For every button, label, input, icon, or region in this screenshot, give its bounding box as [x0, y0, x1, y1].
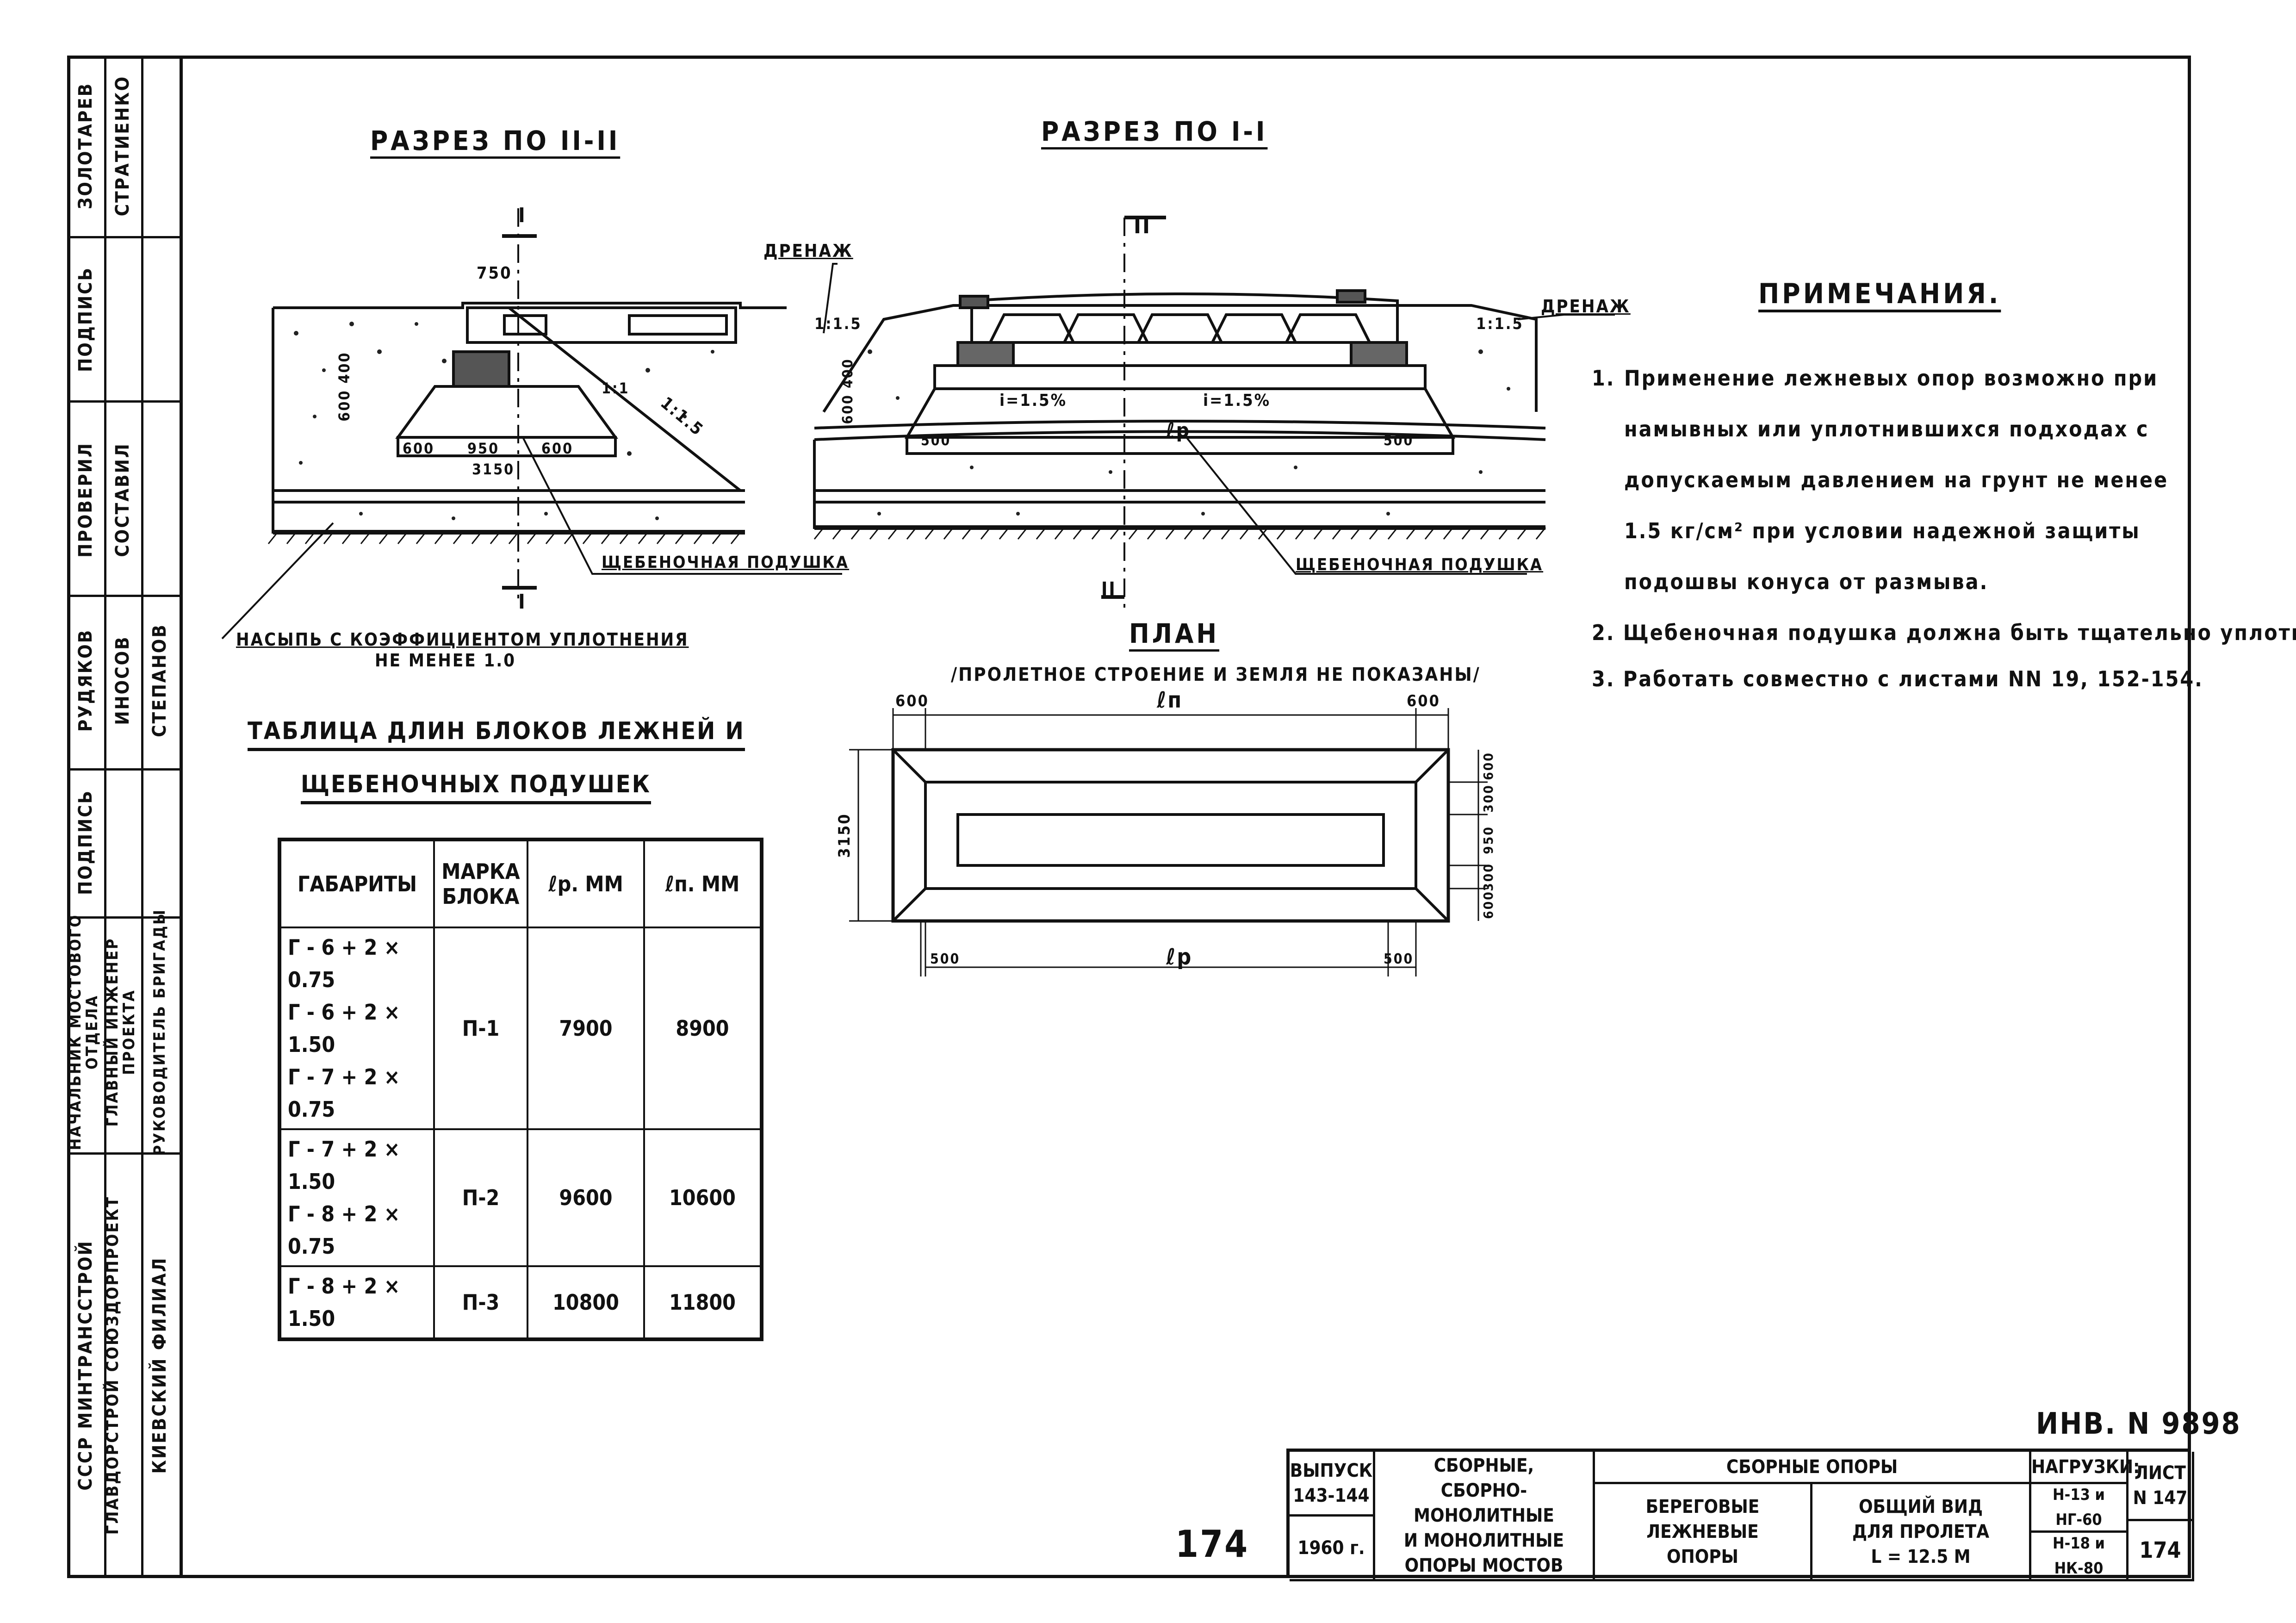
dim-950: 950 — [467, 440, 500, 457]
plan-ln-label: ℓп — [1157, 687, 1183, 713]
drain-label-right: ДРЕНАЖ — [1541, 296, 1631, 317]
plan-dim-right-3: 950 — [1481, 826, 1496, 854]
plan-dim-500-left: 500 — [930, 951, 961, 967]
stamp-load-1: Н-13 и НГ-60 — [2031, 1484, 2128, 1533]
dim-600-400-b: 600 400 — [840, 358, 856, 424]
section-1-title: РАЗРЕЗ ПО I-I — [1041, 116, 1268, 147]
note-1-line: подошвы конуса от размыва. — [1624, 569, 1989, 594]
notes-title: ПРИМЕЧАНИЯ. — [1758, 278, 2001, 310]
gravel-cushion-label-2: ЩЕБЕНОЧНАЯ ПОДУШКА — [1296, 555, 1544, 574]
plan-dim-right-2: 300 — [1481, 784, 1496, 813]
gabarit-cell: Г - 6 + 2 × 1.50 — [288, 1000, 400, 1057]
page-number-big: 174 — [1175, 1523, 1249, 1566]
cut-mark-II-top: II — [1134, 213, 1152, 239]
note-3: 3. Работать совместно с листами NN 19, 1… — [1592, 666, 2203, 691]
grade-right: i=1.5% — [1203, 391, 1271, 410]
plan-dim-right-1: 600 — [1481, 752, 1496, 780]
note-1-line: допускаемым давлением на грунт не менее — [1624, 467, 2169, 492]
plan-subtitle: /ПРОЛЕТНОЕ СТРОЕНИЕ И ЗЕМЛЯ НЕ ПОКАЗАНЫ/ — [951, 664, 1481, 685]
stamp-sheet-page: 174 — [2128, 1521, 2194, 1581]
stamp-year: 1960 г. — [1290, 1517, 1375, 1581]
th-marka: МАРКА БЛОКА — [433, 839, 528, 928]
cut-mark-II-bottom: II — [1101, 578, 1117, 600]
ln-cell: 10600 — [643, 1128, 763, 1267]
gravel-cushion-label-1: ЩЕБЕНОЧНАЯ ПОДУШКА — [602, 553, 850, 572]
dim-500-right: 500 — [1384, 433, 1414, 449]
note-1-num: 1. — [1592, 366, 1615, 391]
slope-1-1: 1:1 — [602, 379, 630, 397]
note-1-line: Применение лежневых опор возможно при — [1624, 366, 2159, 391]
plan-dim-right-5: 600 — [1481, 890, 1496, 919]
gabarit-cell: Г - 7 + 2 × 0.75 — [288, 1064, 400, 1122]
blocks-table: ГАБАРИТЫ МАРКА БЛОКА ℓр. ММ ℓп. ММ Г - 6… — [278, 838, 763, 1341]
table-row: Г - 8 + 2 × 1.50 П-3 10800 11800 — [279, 1265, 763, 1340]
cut-mark-top: I — [518, 204, 527, 227]
note-1-line: намывных или уплотнившихся подходах с — [1624, 417, 2149, 442]
gabarit-cell: Г - 8 + 2 × 1.50 — [288, 1274, 400, 1331]
dim-750: 750 — [477, 264, 512, 283]
ln-cell: 8900 — [643, 927, 763, 1130]
stamp-load-2: Н-18 и НК-80 — [2031, 1533, 2128, 1581]
plan-dim-600-right: 600 — [1407, 692, 1440, 710]
plan-title: ПЛАН — [1129, 618, 1220, 649]
dim-3150: 3150 — [472, 460, 515, 478]
drain-label-left: ДРЕНАЖ — [763, 241, 853, 261]
section-2-title: РАЗРЕЗ ПО II-II — [370, 125, 621, 156]
table-row: Г - 6 + 2 × 0.75 Г - 6 + 2 × 1.50 Г - 7 … — [279, 927, 763, 1130]
table-title-1: ТАБЛИЦА ДЛИН БЛОКОВ ЛЕЖНЕЙ И — [248, 717, 745, 751]
dim-600-400: 600 400 — [335, 351, 353, 422]
drawing-frame — [67, 56, 2191, 1578]
table-row: Г - 7 + 2 × 1.50 Г - 8 + 2 × 0.75 П-2 96… — [279, 1128, 763, 1267]
dim-500-left: 500 — [921, 433, 951, 449]
cut-mark-bottom: I — [518, 590, 527, 614]
th-ln: ℓп. ММ — [643, 839, 763, 928]
marka-cell: П-2 — [433, 1128, 528, 1267]
stamp-header: СБОРНЫЕ ОПОРЫ — [1595, 1452, 2031, 1484]
plan-dim-600-left: 600 — [895, 692, 929, 710]
dim-600-right: 600 — [541, 440, 574, 457]
slope-right-1-1-5: 1:1.5 — [1476, 315, 1524, 333]
gabarit-cell: Г - 7 + 2 × 1.50 — [288, 1137, 400, 1194]
fill-label-1: НАСЫПЬ С КОЭФФИЦИЕНТОМ УПЛОТНЕНИЯ — [236, 629, 689, 650]
lp-cell: 7900 — [527, 927, 645, 1130]
lp-label-section: ℓp — [1166, 419, 1191, 442]
lp-cell: 10800 — [527, 1265, 645, 1340]
grade-left: i=1.5% — [999, 391, 1067, 410]
plan-lp-label: ℓp — [1166, 944, 1193, 970]
th-gabarity: ГАБАРИТЫ — [279, 839, 435, 928]
marka-cell: П-3 — [433, 1265, 528, 1340]
fill-label-2: НЕ МЕНЕЕ 1.0 — [375, 650, 516, 671]
th-lp: ℓр. ММ — [527, 839, 645, 928]
gabarit-cell: Г - 6 + 2 × 0.75 — [288, 935, 400, 992]
ln-cell: 11800 — [643, 1265, 763, 1340]
note-1-line: 1.5 кг/см² при условии надежной защиты — [1624, 518, 2141, 543]
left-title-strip: ЗОЛОТАРЕВ СТРАТИЕНКО ПОДПИСЬ ПРОВЕРИЛ СО… — [66, 56, 183, 1578]
marka-cell: П-1 — [433, 927, 528, 1130]
plan-dim-3150: 3150 — [835, 813, 854, 858]
dim-600-left: 600 — [403, 440, 435, 457]
plan-dim-500-right: 500 — [1384, 951, 1414, 967]
table-title-2: ЩЕБЕНОЧНЫХ ПОДУШЕК — [301, 771, 651, 804]
gabarit-cell: Г - 8 + 2 × 0.75 — [288, 1201, 400, 1259]
note-2: 2. Щебеночная подушка должна быть тщател… — [1592, 620, 2296, 645]
inventory-number: ИНВ. N 9898 — [2036, 1407, 2241, 1441]
stamp-loads-label: НАГРУЗКИ: — [2031, 1452, 2140, 1484]
lp-cell: 9600 — [527, 1128, 645, 1267]
slope-left-1-1-5: 1:1.5 — [814, 315, 862, 333]
